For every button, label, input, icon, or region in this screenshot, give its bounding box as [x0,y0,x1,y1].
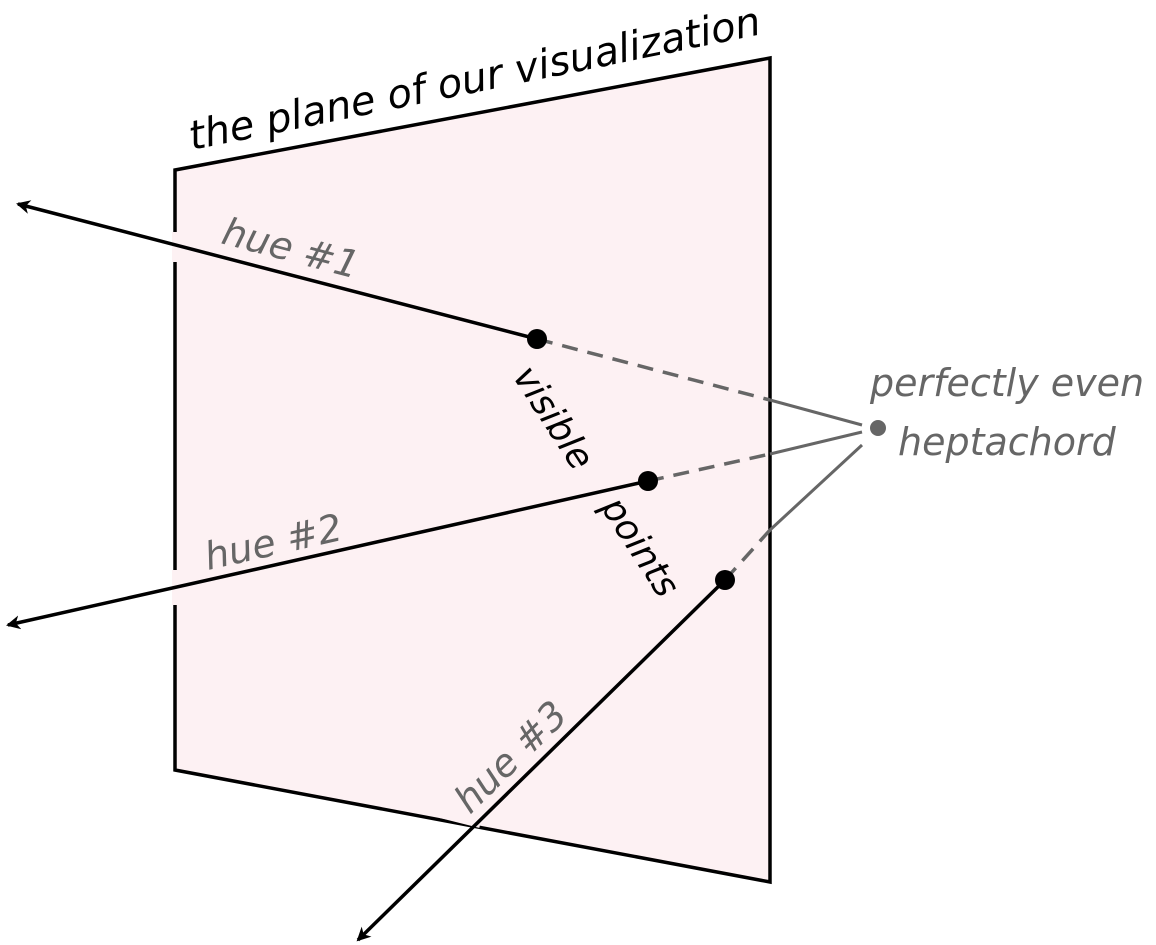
dashed-line-3 [723,528,772,582]
visible-point-3 [715,570,735,590]
guide-line-3 [768,443,864,532]
plane-edge-gap-3 [439,812,481,828]
heptachord-point [870,420,886,436]
ray-hue-3 [356,578,727,942]
visible-point-1 [527,329,547,349]
heptachord-label-line-1: perfectly even [869,361,1144,405]
ray-hue-2 [6,479,649,630]
dashed-line-1 [536,337,771,402]
ray-hue-1 [16,200,538,341]
dashed-line-2 [647,452,771,483]
heptachord-label-line-2: heptachord [898,420,1117,464]
guide-line-2 [769,430,863,456]
guide-line-1 [769,398,863,427]
visualization-plane [173,55,772,885]
visible-point-2 [638,471,658,491]
